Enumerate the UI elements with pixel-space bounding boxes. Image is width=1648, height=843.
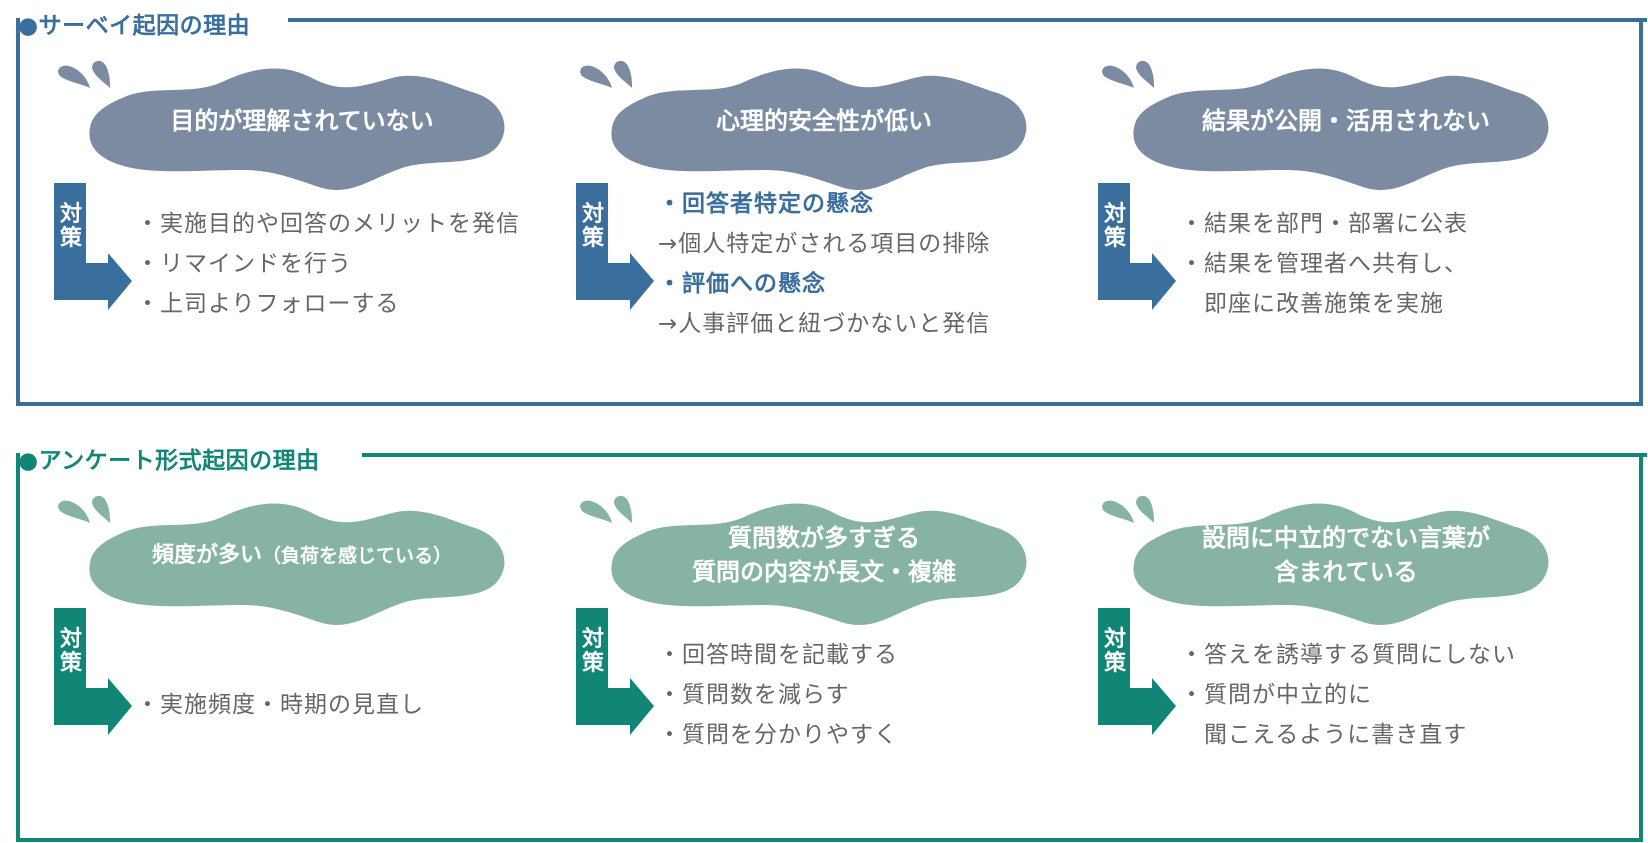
list-item: 即座に改善施策を実施 [1180, 291, 1444, 317]
action-list: ・結果を部門・部署に公表 ・結果を管理者へ共有し、 即座に改善施策を実施 [1180, 204, 1468, 324]
section-divider [362, 453, 1647, 457]
problem-line-2: 含まれている [1274, 558, 1418, 586]
list-item: ・質問を分かりやすく [658, 722, 898, 748]
section-title: ●アンケート形式起因の理由 [18, 448, 320, 474]
reason-card: 頻度が多い（負荷を感じている） 対策 ・実施頻度・時期の見直し [52, 493, 552, 793]
list-item: →人事評価と紐づかないと発信 [658, 311, 991, 337]
action-label: 対策 [59, 627, 82, 676]
list-item: ・リマインドを行う [136, 251, 352, 277]
problem-line-2: 質問の内容が長文・複雑 [692, 558, 956, 586]
action-list: ・答えを誘導する質問にしない ・質問が中立的に 聞こえるように書き直す [1180, 635, 1516, 755]
action-arrow-icon [1098, 608, 1176, 735]
action-label: 対策 [581, 202, 604, 251]
speech-blob-icon [58, 60, 505, 190]
action-label: 対策 [581, 627, 604, 676]
reason-card: 目的が理解されていない 対策 ・実施目的や回答のメリットを発信 ・リマインドを行… [52, 58, 552, 358]
list-item: ・質問が中立的に [1180, 682, 1372, 708]
reason-card: 質問数が多すぎる 質問の内容が長文・複雑 対策 ・回答時間を記載する ・質問数を… [574, 493, 1074, 793]
list-item: ・上司よりフォローする [136, 291, 400, 317]
speech-blob-icon [58, 495, 505, 625]
list-item: ・結果を管理者へ共有し、 [1180, 251, 1468, 277]
list-item: 聞こえるように書き直す [1180, 722, 1468, 748]
action-list: ・回答時間を記載する ・質問数を減らす ・質問を分かりやすく [658, 635, 898, 755]
action-arrow-icon [54, 608, 132, 735]
list-item: ・実施目的や回答のメリットを発信 [136, 211, 520, 237]
problem-main: 頻度が多い [151, 543, 262, 568]
action-arrow-icon [1098, 183, 1176, 310]
action-arrow-icon [576, 608, 654, 735]
problem-label: 結果が公開・活用されない [1202, 107, 1490, 135]
action-label: 対策 [1103, 202, 1126, 251]
speech-blob-icon [1102, 495, 1549, 625]
list-item: ・回答時間を記載する [658, 642, 898, 668]
list-item: ・答えを誘導する質問にしない [1180, 642, 1516, 668]
section-frame [16, 18, 1643, 406]
reason-card: 結果が公開・活用されない 対策 ・結果を部門・部署に公表 ・結果を管理者へ共有し… [1096, 58, 1596, 358]
problem-note: （負荷を感じている） [262, 545, 453, 567]
list-item: ・質問数を減らす [658, 682, 850, 708]
section-frame [16, 453, 1643, 842]
problem-line-1: 質問数が多すぎる [728, 524, 920, 552]
reason-card: 設問に中立的でない言葉が 含まれている 対策 ・答えを誘導する質問にしない ・質… [1096, 493, 1596, 793]
section-title: ●サーベイ起因の理由 [18, 13, 251, 39]
problem-label: 心理的安全性が低い [716, 107, 932, 135]
section-divider [288, 18, 1647, 22]
action-list: ・回答者特定の懸念 →個人特定がされる項目の排除 ・評価への懸念 →人事評価と紐… [658, 184, 990, 344]
speech-blob-icon [580, 60, 1027, 190]
problem-label: 目的が理解されていない [170, 107, 434, 135]
action-list: ・実施頻度・時期の見直し [136, 685, 424, 725]
list-item: ・回答者特定の懸念 [658, 191, 874, 217]
action-arrow-icon [54, 183, 132, 310]
problem-label: 設問に中立的でない言葉が 含まれている [1136, 521, 1556, 589]
list-item: ・結果を部門・部署に公表 [1180, 211, 1468, 237]
problem-line-1: 設問に中立的でない言葉が [1202, 524, 1490, 552]
speech-blob-icon [1102, 60, 1549, 190]
list-item: ・評価への懸念 [658, 271, 826, 297]
problem-label: 頻度が多い（負荷を感じている） [92, 539, 512, 573]
reason-card: 心理的安全性が低い 対策 ・回答者特定の懸念 →個人特定がされる項目の排除 ・評… [574, 58, 1074, 358]
questionnaire-cause-section: ●アンケート形式起因の理由 頻度が多い（負荷を感じている） 対策 ・実施頻度・時… [0, 435, 1648, 843]
problem-label: 質問数が多すぎる 質問の内容が長文・複雑 [614, 521, 1034, 589]
list-item: →個人特定がされる項目の排除 [658, 231, 991, 257]
action-label: 対策 [1103, 627, 1126, 676]
action-list: ・実施目的や回答のメリットを発信 ・リマインドを行う ・上司よりフォローする [136, 204, 520, 324]
speech-blob-icon [580, 495, 1027, 625]
list-item: ・実施頻度・時期の見直し [136, 692, 424, 718]
action-arrow-icon [576, 183, 654, 310]
survey-cause-section: ●サーベイ起因の理由 目的が理解されていない 対策 ・実施目的や回答のメリットを… [0, 0, 1648, 410]
action-label: 対策 [59, 202, 82, 251]
